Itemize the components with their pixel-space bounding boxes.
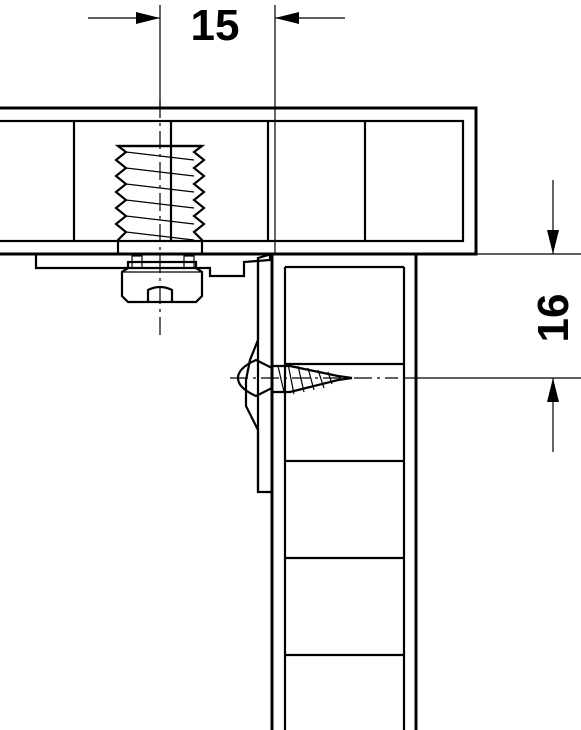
dimension-vertical: 16 [404,180,581,452]
center-lines [159,100,398,379]
top-panel [0,106,478,256]
dimension-horizontal: 15 [88,1,345,254]
side-panel [270,254,418,730]
connector-nut [120,255,204,304]
dimension-label-16: 16 [529,294,578,343]
dimension-label-15: 15 [191,1,240,50]
connector-bracket [34,252,274,494]
